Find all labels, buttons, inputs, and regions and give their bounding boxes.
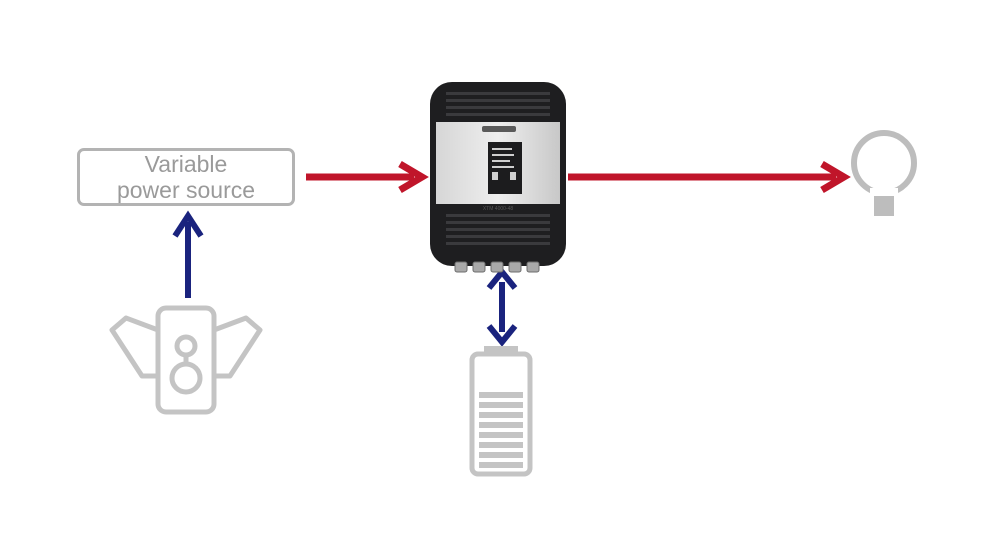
light-bulb-icon: [851, 130, 917, 220]
ac-output-arrow: [568, 160, 851, 194]
source-label-line1: Variable: [144, 151, 228, 177]
battery-bidirectional-arrow: [486, 267, 518, 347]
inverter-charger-device: XTM 4000-48: [430, 82, 566, 273]
generator-to-source-arrow: [172, 210, 204, 298]
battery-icon: [469, 346, 533, 477]
source-label-line2: power source: [116, 177, 256, 203]
engine-generator-icon: [109, 305, 263, 415]
inverter-model-label: XTM 4000-48: [483, 206, 514, 212]
ac-input-arrow: [306, 160, 429, 194]
variable-power-source-box: Variable power source: [77, 148, 295, 206]
